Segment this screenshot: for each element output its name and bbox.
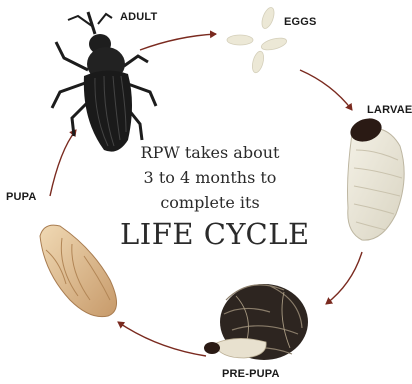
larva-icon — [347, 115, 404, 241]
stage-label-larvae: LARVAE — [367, 104, 412, 116]
stage-label-eggs: EGGS — [284, 16, 317, 28]
weevil-adult-icon — [52, 12, 156, 152]
center-text-line-3: complete its — [120, 193, 300, 212]
stage-label-pupa: PUPA — [6, 191, 37, 203]
stage-label-prepupa: PRE-PUPA — [222, 368, 280, 380]
center-text-line-1: RPW takes about — [120, 143, 300, 162]
stage-label-adult: ADULT — [120, 11, 157, 23]
arrow-prepupa-to-pupa — [118, 322, 206, 356]
center-title-life-cycle: LIFE CYCLE — [120, 217, 300, 251]
prepupa-cocoon-icon — [204, 284, 308, 360]
arrow-larvae-to-prepupa — [326, 252, 362, 304]
center-text-line-2: 3 to 4 months to — [120, 168, 300, 187]
arrow-adult-to-eggs — [140, 34, 216, 50]
arrow-pupa-to-adult — [50, 130, 76, 196]
arrow-eggs-to-larvae — [300, 70, 352, 110]
eggs-icon — [227, 6, 288, 74]
pupa-icon — [40, 225, 117, 317]
